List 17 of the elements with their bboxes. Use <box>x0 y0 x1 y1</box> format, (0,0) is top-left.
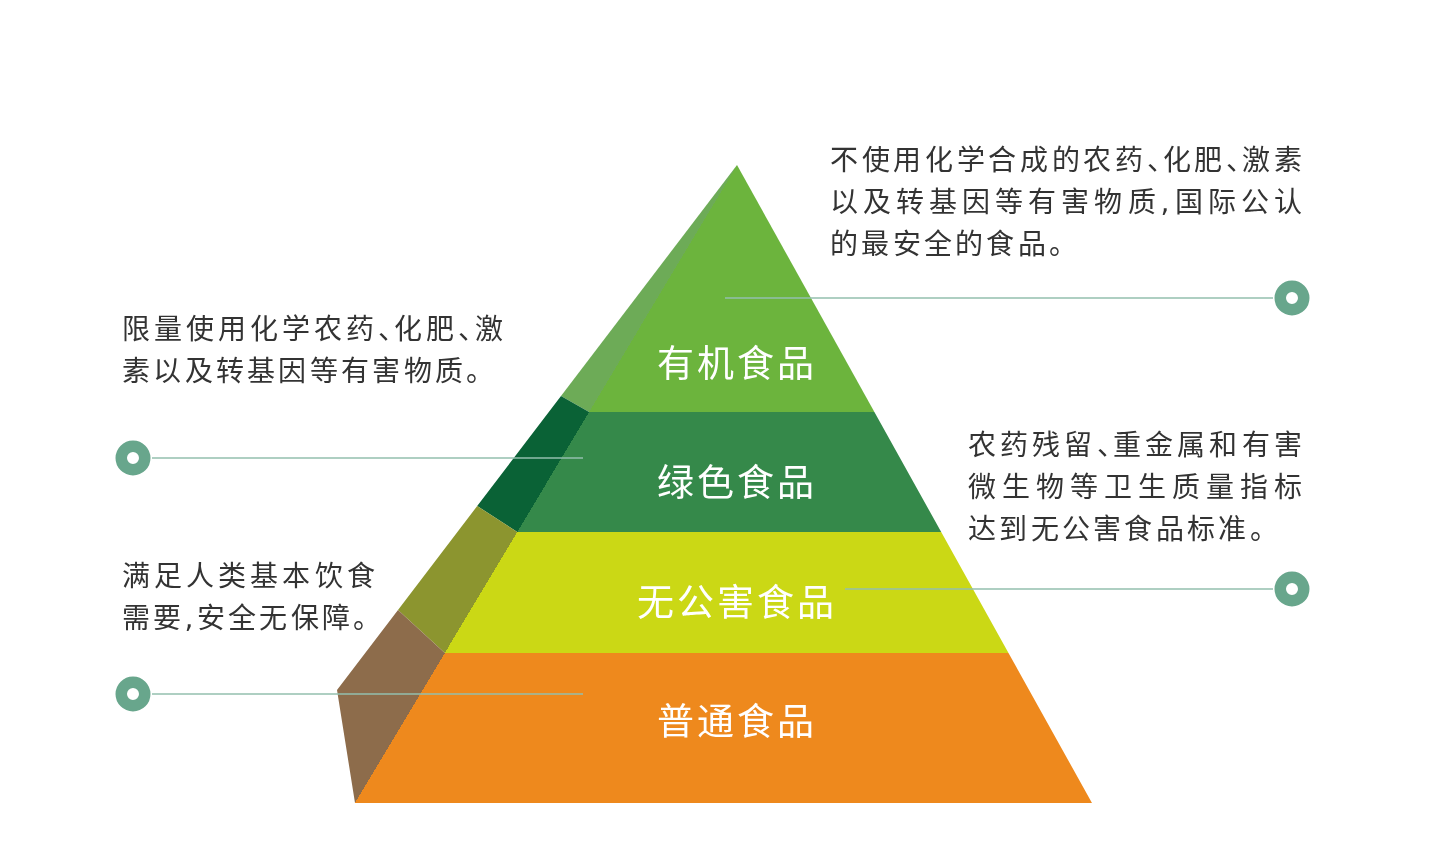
layer-label: 绿色食品 <box>657 462 817 506</box>
ring-icon <box>1274 571 1310 607</box>
pyramid-layer <box>477 396 942 532</box>
layer-label: 无公害食品 <box>637 582 837 626</box>
leader-line <box>151 693 584 695</box>
description-text: 农药残留、重金属和有害微生物等卫生质量指标达到无公害食品标准。 <box>968 428 1305 548</box>
leader-line <box>724 297 1274 299</box>
description-text: 限量使用化学农药、化肥、激素以及转基因等有害物质。 <box>122 312 506 390</box>
leader-line <box>844 588 1274 590</box>
layer-label: 普通食品 <box>657 701 817 745</box>
description-text: 满足人类基本饮食需要,安全无保障。 <box>122 559 378 637</box>
ring-icon <box>1274 280 1310 316</box>
leader-line <box>151 457 584 459</box>
ring-icon <box>115 440 151 476</box>
layer-label: 有机食品 <box>657 343 817 387</box>
ring-icon <box>115 676 151 712</box>
description-text: 不使用化学合成的农药、化肥、激素以及转基因等有害物质,国际公认的最安全的食品。 <box>830 143 1305 263</box>
